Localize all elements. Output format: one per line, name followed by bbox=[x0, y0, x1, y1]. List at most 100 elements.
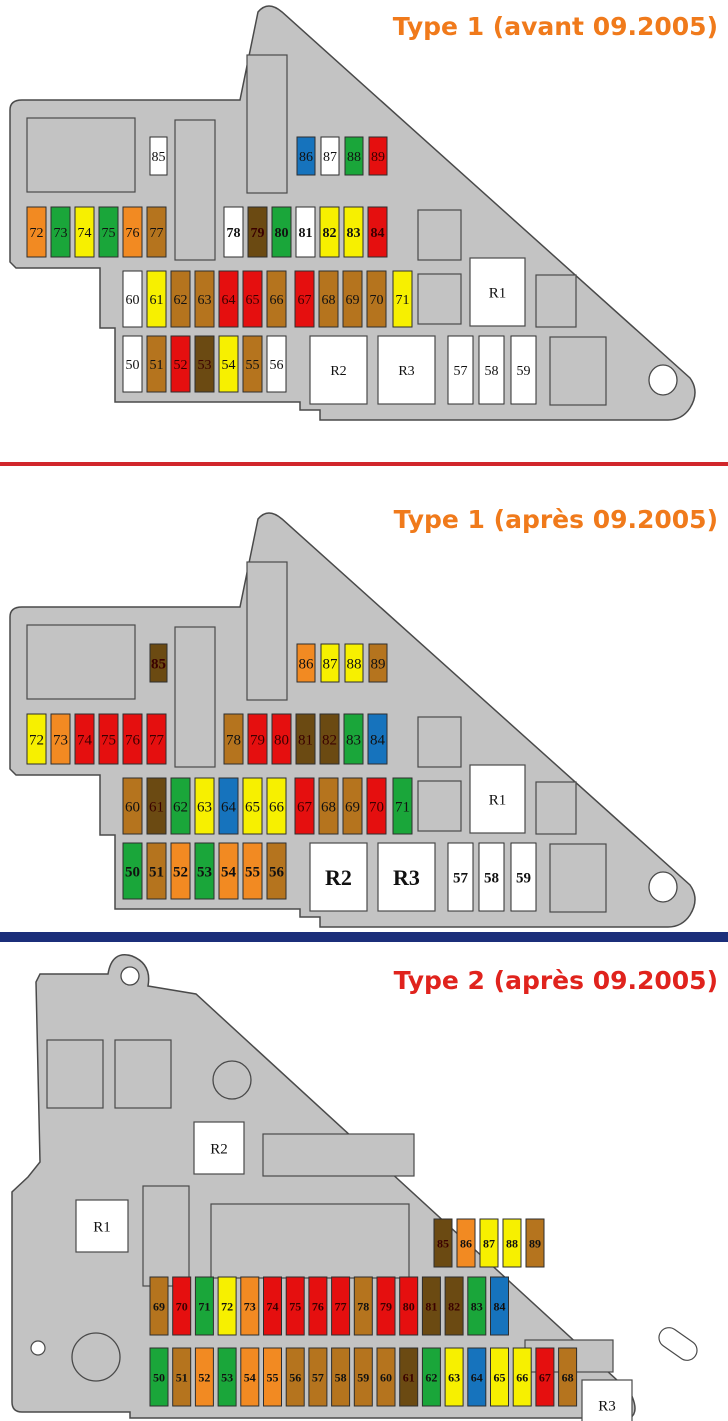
fuse bbox=[368, 136, 388, 176]
fuse bbox=[146, 842, 167, 900]
fuse-label: 76 bbox=[312, 1299, 324, 1313]
fuse-label: 52 bbox=[174, 358, 188, 373]
fuse bbox=[149, 643, 168, 683]
fuse bbox=[392, 777, 413, 835]
fuse-label: 58 bbox=[335, 1370, 347, 1384]
fuse-label: 56 bbox=[269, 864, 285, 880]
fuse-label: 52 bbox=[198, 1370, 210, 1384]
fuse bbox=[194, 1347, 214, 1407]
fuse bbox=[331, 1276, 351, 1336]
fuse bbox=[194, 777, 215, 835]
fuse bbox=[490, 1347, 509, 1407]
relay-r1 bbox=[469, 764, 526, 834]
fuse-label: 79 bbox=[250, 732, 265, 748]
small-housing bbox=[114, 1039, 172, 1109]
fuse bbox=[368, 643, 388, 683]
mounting-hole bbox=[120, 966, 140, 986]
small-housing bbox=[417, 209, 462, 261]
fuse bbox=[146, 206, 167, 258]
tall-housing bbox=[174, 626, 216, 768]
fuse bbox=[223, 206, 244, 258]
fuse-label: 85 bbox=[437, 1236, 449, 1250]
fuse bbox=[376, 1347, 396, 1407]
fuse-label: 56 bbox=[289, 1370, 301, 1384]
relay-r2 bbox=[193, 1121, 245, 1175]
fuse bbox=[295, 206, 316, 258]
fuse-label: 86 bbox=[299, 150, 313, 165]
fuse-label: 58 bbox=[484, 870, 499, 886]
separator-red bbox=[0, 462, 728, 466]
fuse bbox=[194, 335, 215, 393]
fuse-label: 77 bbox=[335, 1299, 347, 1313]
fuse bbox=[353, 1347, 373, 1407]
fuse-label: 54 bbox=[222, 358, 236, 373]
fuse bbox=[320, 136, 340, 176]
small-housing bbox=[46, 1039, 104, 1109]
fuse-label: 77 bbox=[149, 732, 165, 748]
fuse-label: 79 bbox=[380, 1299, 392, 1313]
fuse bbox=[218, 777, 239, 835]
fuse-label: 84 bbox=[371, 226, 385, 241]
fuse-label: 55 bbox=[245, 864, 260, 880]
fuse bbox=[366, 777, 387, 835]
relay-r1 bbox=[469, 257, 526, 327]
fuse-label: 59 bbox=[357, 1370, 369, 1384]
small-housing bbox=[417, 716, 462, 768]
fuse bbox=[50, 713, 71, 765]
fuse bbox=[217, 1347, 237, 1407]
fuse bbox=[421, 1276, 441, 1336]
fuse bbox=[478, 842, 505, 912]
fuse-label: 89 bbox=[371, 656, 386, 672]
fuse bbox=[247, 206, 268, 258]
fuse-label: 83 bbox=[471, 1299, 483, 1313]
small-housing bbox=[417, 780, 462, 832]
fuse-label: 54 bbox=[221, 864, 237, 880]
fuse bbox=[271, 206, 292, 258]
fuse-label: 53 bbox=[221, 1370, 233, 1384]
fuse bbox=[399, 1276, 419, 1336]
fuse-label: 63 bbox=[197, 799, 212, 815]
relay-r2 bbox=[309, 335, 368, 405]
fuse bbox=[447, 842, 474, 912]
fuse-label: 60 bbox=[125, 799, 140, 815]
relay-r3 bbox=[377, 335, 436, 405]
round-housing bbox=[212, 1060, 252, 1100]
fuse-label: 69 bbox=[153, 1299, 165, 1313]
fuse-label: 64 bbox=[471, 1370, 483, 1384]
fuse bbox=[217, 1276, 237, 1336]
fuse-label: 65 bbox=[494, 1370, 506, 1384]
fuse bbox=[399, 1347, 419, 1407]
fuse-label: 73 bbox=[244, 1299, 256, 1313]
fuse-label: 57 bbox=[312, 1370, 324, 1384]
small-housing bbox=[535, 781, 577, 835]
fuse bbox=[320, 643, 340, 683]
fuse bbox=[74, 206, 95, 258]
fuse bbox=[447, 335, 474, 405]
fuse-label: 67 bbox=[297, 799, 313, 815]
fuse bbox=[319, 713, 340, 765]
fuse bbox=[366, 270, 387, 328]
fuse bbox=[223, 713, 244, 765]
fuse-label: 83 bbox=[346, 732, 361, 748]
fuse bbox=[342, 270, 363, 328]
fuse-label: 57 bbox=[453, 870, 469, 886]
fuse bbox=[294, 777, 315, 835]
fuse-label: 80 bbox=[403, 1299, 415, 1313]
small-housing bbox=[549, 843, 607, 913]
fuse bbox=[240, 1276, 260, 1336]
fuse-label: 56 bbox=[270, 358, 284, 373]
fuse-label: 70 bbox=[370, 293, 384, 308]
fuse-label: 87 bbox=[483, 1236, 495, 1250]
fuse-label: 75 bbox=[101, 732, 116, 748]
fuse bbox=[308, 1347, 328, 1407]
fuse-label: 69 bbox=[345, 799, 360, 815]
relay-label: R2 bbox=[330, 364, 346, 379]
fuse bbox=[170, 270, 191, 328]
fuse-label: 72 bbox=[30, 226, 44, 241]
fuse bbox=[502, 1218, 522, 1268]
fuse-label: 74 bbox=[267, 1299, 279, 1313]
long-housing bbox=[262, 1133, 415, 1177]
fuse bbox=[149, 1347, 169, 1407]
fuse bbox=[242, 777, 263, 835]
